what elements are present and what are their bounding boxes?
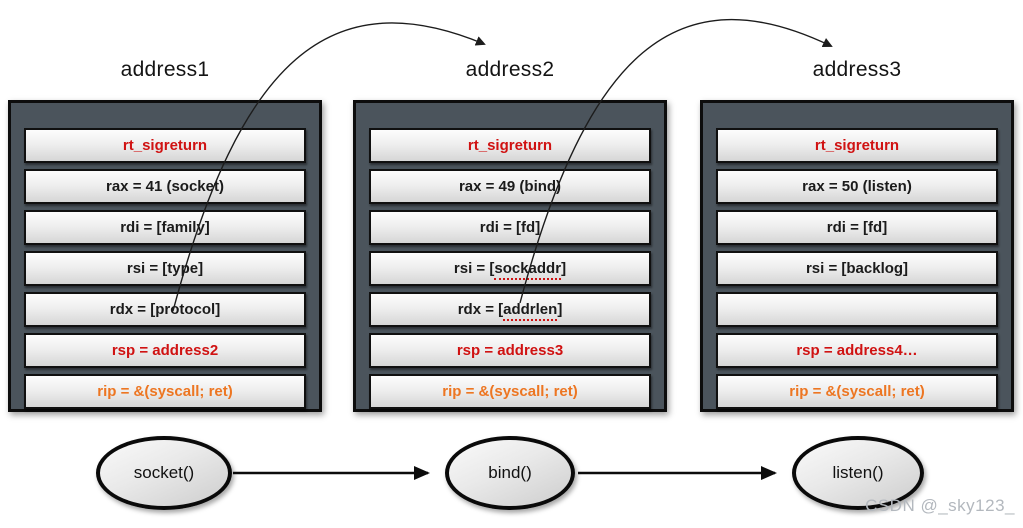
frame-row: rt_sigreturn: [369, 128, 651, 163]
frame-row: rsp = address4…: [716, 333, 998, 368]
frame-row: rax = 41 (socket): [24, 169, 306, 204]
frame-row: [716, 292, 998, 327]
frame-row: rip = &(syscall; ret): [24, 374, 306, 409]
frame-row: rip = &(syscall; ret): [369, 374, 651, 409]
frame-row: rsp = address2: [24, 333, 306, 368]
node-bind: bind(): [445, 436, 575, 510]
watermark: CSDN @_sky123_: [865, 496, 1015, 515]
node-listen: listen(): [792, 436, 924, 510]
frame-row: rt_sigreturn: [24, 128, 306, 163]
frame-row: rdi = [fd]: [369, 210, 651, 245]
misspelled-word: sockaddr: [494, 260, 562, 280]
frame-label-address2: address2: [465, 58, 555, 81]
frame-row: rsi = [backlog]: [716, 251, 998, 286]
frame-row: rax = 49 (bind): [369, 169, 651, 204]
frame-row: rt_sigreturn: [716, 128, 998, 163]
frame-label-address1: address1: [120, 58, 210, 81]
frame-row: rsi = [sockaddr]: [369, 251, 651, 286]
frame-row: rdi = [family]: [24, 210, 306, 245]
node-socket: socket(): [96, 436, 232, 510]
frame-row: rdx = [protocol]: [24, 292, 306, 327]
frame-row: rip = &(syscall; ret): [716, 374, 998, 409]
frame-label-address3: address3: [812, 58, 902, 81]
frame-row: rdi = [fd]: [716, 210, 998, 245]
frame-row: rdx = [addrlen]: [369, 292, 651, 327]
frame-row: rax = 50 (listen): [716, 169, 998, 204]
frame-row: rsp = address3: [369, 333, 651, 368]
frame-row: rsi = [type]: [24, 251, 306, 286]
misspelled-word: addrlen: [503, 301, 558, 321]
